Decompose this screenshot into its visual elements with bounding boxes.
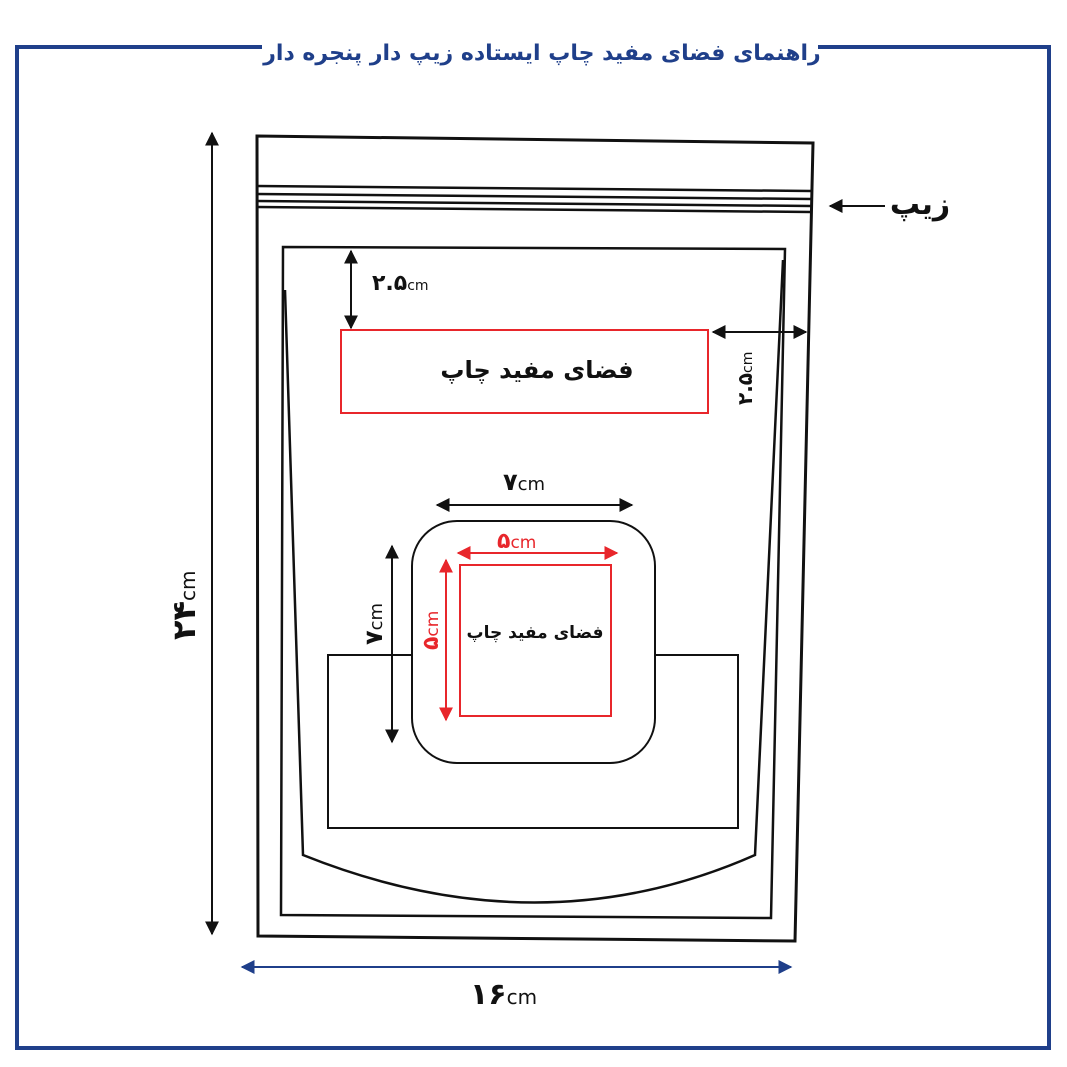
unit: cm (366, 603, 387, 630)
print-area-window-label: فضای مفید چاپ (467, 623, 604, 643)
unit: cm (176, 570, 200, 600)
inner-width-value: ۵ (497, 529, 510, 554)
unit: cm (507, 985, 537, 1009)
top-margin-value: ۲.۵ (372, 271, 407, 296)
unit: cm (740, 352, 756, 373)
window-height-label: ۷cm (360, 603, 388, 645)
window-width-value: ۷ (503, 468, 518, 496)
pouch-outline (255, 134, 815, 943)
unit: cm (510, 533, 536, 553)
page-title: راهنمای فضای مفید چاپ ایستاده زیپ دار پن… (262, 41, 820, 66)
unit: cm (423, 611, 443, 637)
inner-width-label: ۵cm (497, 529, 536, 554)
frame-border (15, 45, 1051, 1050)
pouch-inner-seam (279, 245, 787, 920)
unit: cm (518, 474, 545, 495)
height-label: ۲۴cm (165, 570, 203, 640)
zip-lines (256, 184, 812, 214)
top-margin-label: ۲.۵cm (372, 271, 429, 296)
width-value: ۱۶ (470, 977, 507, 1012)
width-label: ۱۶cm (470, 977, 537, 1012)
inner-height-label: ۵cm (419, 611, 444, 650)
print-area-main (340, 329, 709, 414)
print-area-main-label: فضای مفید چاپ (440, 356, 633, 384)
window-height-value: ۷ (360, 630, 388, 645)
height-value: ۲۴ (165, 601, 203, 640)
window (411, 520, 656, 764)
zip-label: زیپ (890, 187, 950, 222)
side-margin-value: ۲.۵ (733, 373, 757, 405)
unit: cm (407, 278, 428, 294)
window-width-label: ۷cm (503, 468, 545, 496)
pouch-gusset (283, 259, 785, 904)
inner-height-value: ۵ (419, 637, 444, 650)
side-margin-label: ۲.۵cm (733, 352, 757, 405)
print-area-window (459, 564, 612, 717)
